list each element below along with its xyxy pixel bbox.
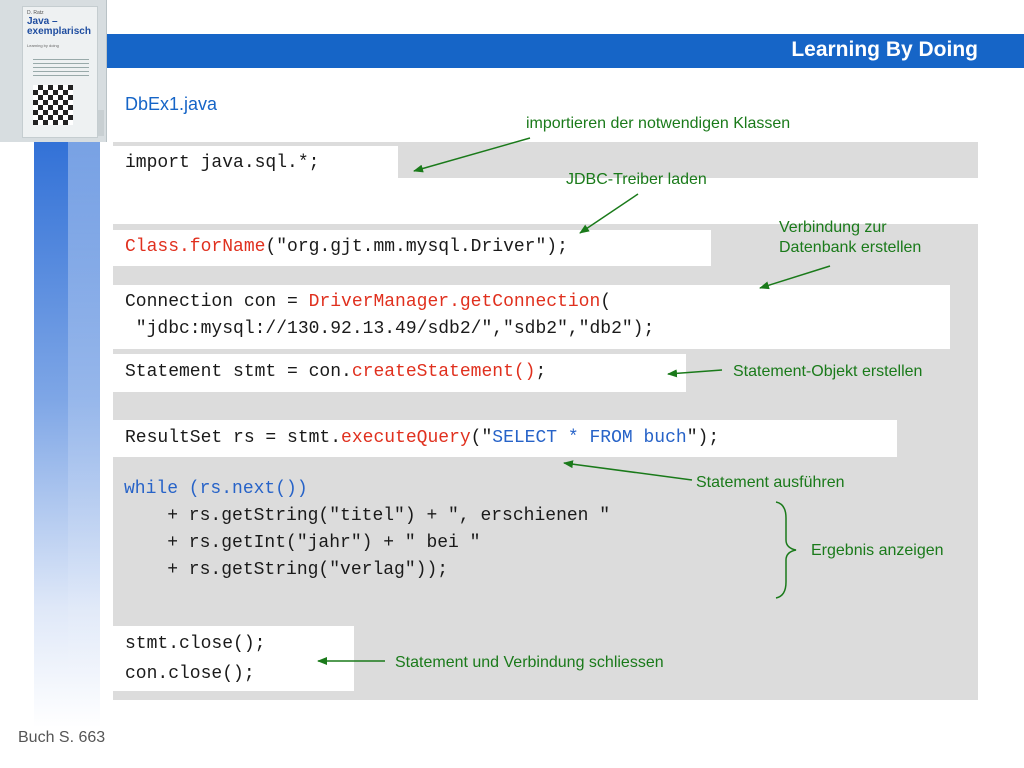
header-title: Learning By Doing <box>791 38 978 61</box>
import-statement: import java.sql.*; <box>125 153 320 173</box>
book-subtitle: Learning by doing <box>27 43 59 48</box>
class-forname-method: Class.forName <box>125 237 266 257</box>
annotation-jdbc: JDBC-Treiber laden <box>566 171 707 188</box>
footer-reference: Buch S. 663 <box>18 729 106 746</box>
left-decor-strip <box>34 130 100 728</box>
stmt-suffix: ; <box>535 362 547 382</box>
annotation-import: importieren der notwendigen Klassen <box>526 115 791 132</box>
code-load-driver: Class.forName("org.gjt.mm.mysql.Driver")… <box>113 230 711 266</box>
file-name: DbEx1.java <box>125 94 218 114</box>
class-forname-args: ("org.gjt.mm.mysql.Driver"); <box>265 237 568 257</box>
header-band <box>100 34 1024 68</box>
stmt-prefix: Statement stmt = con. <box>125 362 352 382</box>
code-execute-query: ResultSet rs = stmt.executeQuery("SELECT… <box>113 420 897 457</box>
annotation-connection-line-2: Datenbank erstellen <box>779 239 922 256</box>
code-connection: Connection con = DriverManager.getConnec… <box>113 285 950 349</box>
get-connection-method: DriverManager.getConnection <box>308 292 601 312</box>
book-cover-front: D. Ratz Java – exemplarisch Learning by … <box>22 6 98 138</box>
conn-paren: ( <box>600 292 612 312</box>
code-while-loop: while (rs.next()) + rs.getString("titel"… <box>124 476 610 584</box>
annotation-connection-line-1: Verbindung zur <box>779 219 887 236</box>
rs-close: "); <box>686 428 720 448</box>
annotation-close: Statement und Verbindung schliessen <box>395 654 664 671</box>
rs-prefix: ResultSet rs = stmt. <box>125 428 342 448</box>
while-line: while (rs.next()) <box>124 479 308 499</box>
annotation-statement: Statement-Objekt erstellen <box>733 363 923 380</box>
code-import: import java.sql.*; <box>113 146 398 182</box>
book-author: D. Ratz <box>27 10 44 16</box>
book-text-lines <box>33 59 89 79</box>
code-create-statement: Statement stmt = con.createStatement(); <box>113 354 686 392</box>
sql-query: SELECT * FROM buch <box>492 428 687 448</box>
left-decor-strip-light <box>68 130 100 728</box>
execute-query-method: executeQuery <box>341 428 471 448</box>
book-cover-image: D. Ratz Java – exemplarisch Learning by … <box>0 0 107 142</box>
conn-args: "jdbc:mysql://130.92.13.49/sdb2/","sdb2"… <box>125 319 655 339</box>
while-body-line-2: + rs.getInt("jahr") + " bei " <box>124 533 481 553</box>
close-connection: con.close(); <box>125 664 255 684</box>
while-body-line-1: + rs.getString("titel") + ", erschienen … <box>124 506 611 526</box>
book-spine <box>98 110 104 136</box>
rs-open: (" <box>470 428 493 448</box>
code-close: stmt.close(); con.close(); <box>113 626 354 691</box>
chessboard-icon <box>33 85 73 125</box>
conn-prefix: Connection con = <box>125 292 309 312</box>
annotation-result: Ergebnis anzeigen <box>811 542 944 559</box>
book-title: Java – exemplarisch <box>27 16 91 37</box>
create-statement-method: createStatement() <box>351 362 536 382</box>
close-statement: stmt.close(); <box>125 634 266 654</box>
annotation-execute: Statement ausführen <box>696 474 845 491</box>
while-body-line-3: + rs.getString("verlag")); <box>124 560 449 580</box>
